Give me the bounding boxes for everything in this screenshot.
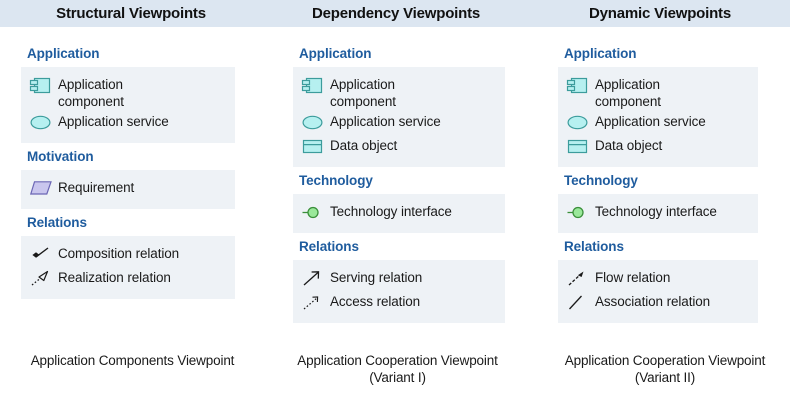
legend-item[interactable]: Access relation bbox=[293, 291, 505, 315]
group-title: Relations bbox=[21, 209, 235, 236]
caption-line: Application Cooperation Viewpoint bbox=[297, 353, 498, 368]
legend-group-motivation: Motivation Requirement bbox=[21, 143, 235, 209]
legend-item-label: Flow relation bbox=[595, 270, 671, 285]
legend-group-relations: Relations Serving relation bbox=[293, 233, 505, 323]
group-title: Technology bbox=[558, 167, 758, 194]
group-title: Relations bbox=[293, 233, 505, 260]
legend-group-relations: Relations Composition relation bbox=[21, 209, 235, 299]
group-title: Application bbox=[293, 40, 505, 67]
viewpoint-column-dependency: Application Application component bbox=[265, 27, 530, 352]
group-title: Technology bbox=[293, 167, 505, 194]
application-service-icon bbox=[567, 112, 595, 132]
legend-item[interactable]: Application component bbox=[558, 74, 758, 111]
legend-group-application: Application Application component bbox=[558, 40, 758, 167]
column-header-dynamic: Dynamic Viewpoints bbox=[589, 5, 731, 22]
data-object-icon bbox=[302, 136, 330, 156]
legend-item[interactable]: Application service bbox=[293, 111, 505, 135]
legend-item[interactable]: Technology interface bbox=[293, 201, 505, 225]
group-items: Application component Application servic… bbox=[558, 67, 758, 167]
legend-group-relations: Relations Flow relation bbox=[558, 233, 758, 323]
legend-item[interactable]: Application service bbox=[21, 111, 235, 135]
legend-item[interactable]: Data object bbox=[293, 135, 505, 159]
group-items: Application component Application servic… bbox=[293, 67, 505, 167]
legend-item[interactable]: Serving relation bbox=[293, 267, 505, 291]
group-title: Application bbox=[21, 40, 235, 67]
group-items: Application component Application servic… bbox=[21, 67, 235, 143]
column-header-structural: Structural Viewpoints bbox=[56, 5, 206, 22]
legend-item-label: Realization relation bbox=[58, 270, 171, 285]
legend-item-label: Composition relation bbox=[58, 246, 180, 261]
application-service-icon bbox=[302, 112, 330, 132]
legend-item-label: Serving relation bbox=[330, 270, 423, 285]
legend-panel: Application Application component bbox=[293, 27, 505, 323]
legend-item[interactable]: Technology interface bbox=[558, 201, 758, 225]
legend-item-label: Technology interface bbox=[330, 204, 452, 219]
legend-panel: Application Application component bbox=[558, 27, 758, 323]
viewpoint-columns: Application Application component bbox=[0, 27, 800, 352]
legend-item-label: Technology interface bbox=[595, 204, 717, 219]
caption-dependency: Application Cooperation Viewpoint (Varia… bbox=[265, 352, 530, 386]
group-title: Application bbox=[558, 40, 758, 67]
legend-group-technology: Technology Technology interface bbox=[293, 167, 505, 233]
viewpoint-column-dynamic: Application Application component bbox=[530, 27, 800, 352]
realization-relation-icon bbox=[30, 268, 58, 288]
legend-item-label: Application service bbox=[330, 114, 441, 129]
viewpoint-captions: Application Components Viewpoint Applica… bbox=[0, 352, 800, 386]
legend-item-label: Application service bbox=[595, 114, 706, 129]
legend-group-application: Application Application component bbox=[21, 40, 235, 143]
legend-item[interactable]: Application component bbox=[21, 74, 235, 111]
group-items: Flow relation Association relation bbox=[558, 260, 758, 323]
legend-item[interactable]: Requirement bbox=[21, 177, 235, 201]
legend-item-label: Data object bbox=[330, 138, 398, 153]
legend-item[interactable]: Data object bbox=[558, 135, 758, 159]
technology-interface-icon bbox=[567, 202, 595, 222]
application-component-icon bbox=[566, 75, 595, 95]
composition-relation-icon bbox=[30, 244, 58, 264]
application-service-icon bbox=[30, 112, 58, 132]
data-object-icon bbox=[567, 136, 595, 156]
association-relation-icon bbox=[567, 292, 595, 312]
caption-dynamic: Application Cooperation Viewpoint (Varia… bbox=[530, 352, 800, 386]
technology-interface-icon bbox=[302, 202, 330, 222]
legend-item-label: Application component bbox=[58, 77, 124, 109]
caption-line: (Variant II) bbox=[634, 370, 696, 385]
legend-item[interactable]: Association relation bbox=[558, 291, 758, 315]
serving-relation-icon bbox=[302, 268, 330, 288]
legend-item[interactable]: Composition relation bbox=[21, 243, 235, 267]
caption-line: Application Components Viewpoint bbox=[30, 353, 235, 368]
legend-item[interactable]: Application service bbox=[558, 111, 758, 135]
application-component-icon bbox=[29, 75, 58, 95]
group-title: Relations bbox=[558, 233, 758, 260]
caption-structural: Application Components Viewpoint bbox=[0, 352, 265, 386]
viewpoint-column-structural: Application Application component bbox=[0, 27, 265, 352]
legend-item-label: Data object bbox=[595, 138, 663, 153]
group-title: Motivation bbox=[21, 143, 235, 170]
flow-relation-icon bbox=[567, 268, 595, 288]
application-component-icon bbox=[301, 75, 330, 95]
viewpoint-header-band: Structural Viewpoints Dependency Viewpoi… bbox=[0, 0, 790, 27]
access-relation-icon bbox=[302, 292, 330, 312]
legend-item-label: Requirement bbox=[58, 180, 135, 195]
group-items: Composition relation Realization relatio… bbox=[21, 236, 235, 299]
legend-item-label: Access relation bbox=[330, 294, 421, 309]
legend-item[interactable]: Realization relation bbox=[21, 267, 235, 291]
legend-item[interactable]: Application component bbox=[293, 74, 505, 111]
requirement-icon bbox=[29, 178, 58, 198]
legend-group-technology: Technology Technology interface bbox=[558, 167, 758, 233]
group-items: Technology interface bbox=[558, 194, 758, 233]
legend-item[interactable]: Flow relation bbox=[558, 267, 758, 291]
column-header-dependency: Dependency Viewpoints bbox=[311, 5, 481, 22]
caption-line: Application Cooperation Viewpoint bbox=[564, 353, 766, 368]
group-items: Technology interface bbox=[293, 194, 505, 233]
legend-item-label: Application service bbox=[58, 114, 169, 129]
legend-panel: Application Application component bbox=[21, 27, 235, 299]
legend-item-label: Application component bbox=[595, 77, 661, 109]
group-items: Requirement bbox=[21, 170, 235, 209]
caption-line: (Variant I) bbox=[369, 370, 426, 385]
legend-item-label: Application component bbox=[330, 77, 396, 109]
group-items: Serving relation Access relation bbox=[293, 260, 505, 323]
legend-group-application: Application Application component bbox=[293, 40, 505, 167]
legend-item-label: Association relation bbox=[595, 294, 711, 309]
